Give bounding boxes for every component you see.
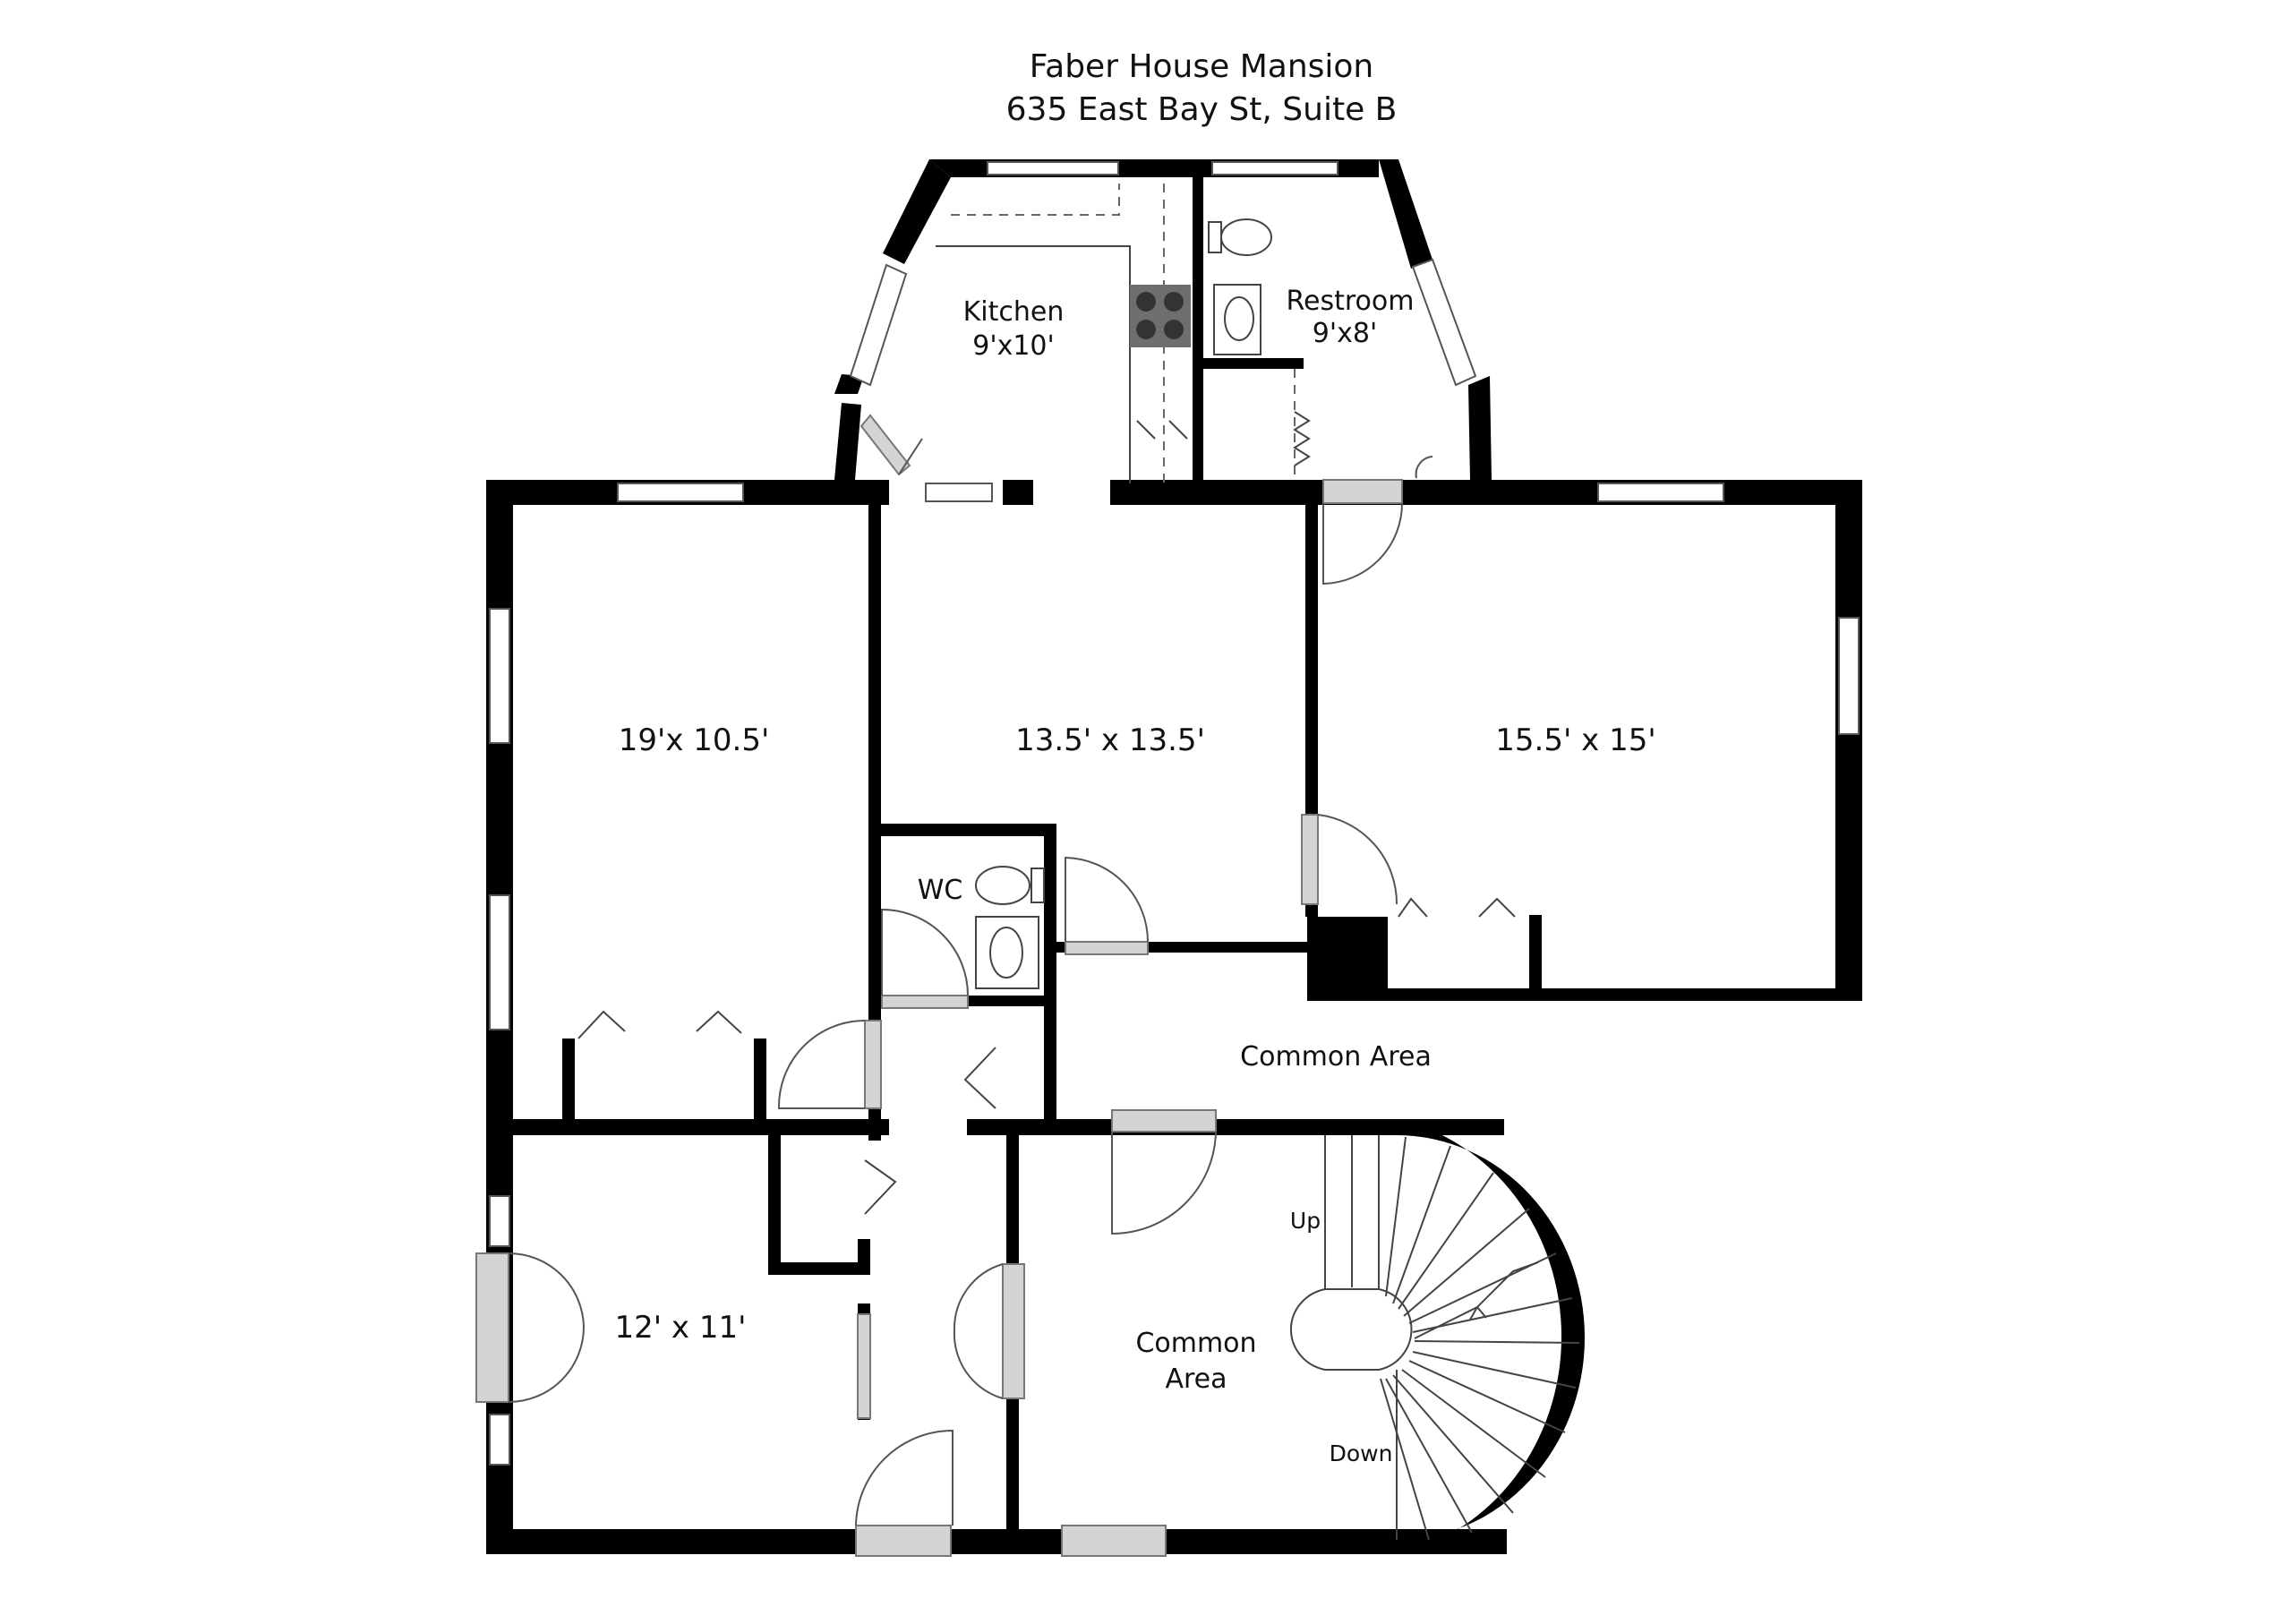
room-name-common-stair-line1: Common	[1135, 1328, 1256, 1359]
doors	[475, 414, 1403, 1557]
spiral-stair	[1290, 1135, 1580, 1541]
sink-icon	[1224, 296, 1254, 341]
window	[489, 1195, 510, 1247]
stove-icon	[1130, 285, 1191, 347]
room-size-kitchen: 9'x10'	[972, 330, 1055, 362]
room-size-left: 19'x 10.5'	[619, 722, 770, 758]
door	[1065, 941, 1149, 955]
door	[475, 1252, 509, 1403]
window	[925, 483, 993, 502]
window	[1411, 258, 1477, 387]
room-name-common-stair-line2: Area	[1165, 1363, 1227, 1395]
toilet-icon	[1220, 218, 1272, 256]
stair-down-label: Down	[1330, 1440, 1393, 1466]
room-size-center: 13.5' x 13.5'	[1015, 722, 1205, 758]
window	[1211, 161, 1338, 175]
room-size-bottom-left: 12' x 11'	[615, 1310, 747, 1346]
wall	[1307, 917, 1388, 1001]
wall	[868, 824, 1056, 836]
stair-up-label: Up	[1290, 1208, 1321, 1234]
room-name-common-hall: Common Area	[1240, 1041, 1432, 1073]
wall	[1397, 1119, 1585, 1554]
room-name-restroom: Restroom	[1287, 286, 1415, 317]
door	[1301, 814, 1319, 905]
wall	[967, 1119, 1504, 1135]
door	[857, 1313, 871, 1419]
kitchen-counter	[951, 184, 1120, 216]
wall	[562, 1039, 575, 1124]
door	[881, 995, 969, 1009]
wall	[1468, 376, 1492, 480]
plan-address: 635 East Bay St, Suite B	[1006, 91, 1398, 128]
wall	[1003, 480, 1033, 505]
toilet-icon	[975, 866, 1031, 905]
wall	[1529, 915, 1542, 999]
room-size-right: 15.5' x 15'	[1495, 722, 1655, 758]
wall	[768, 1262, 863, 1275]
door	[1002, 1263, 1025, 1399]
wall	[1379, 159, 1432, 269]
wall	[883, 159, 951, 264]
wall	[1110, 480, 1853, 505]
door	[1322, 479, 1403, 504]
toilet-icon	[1208, 221, 1222, 253]
wall	[768, 1130, 781, 1275]
window	[1597, 483, 1724, 502]
fixtures	[936, 184, 1311, 989]
wall	[1193, 177, 1203, 483]
wall	[754, 1039, 766, 1124]
door	[864, 1020, 882, 1109]
window	[489, 1414, 510, 1466]
window	[1838, 617, 1860, 735]
wall	[486, 1119, 889, 1135]
window	[489, 608, 510, 744]
windows	[489, 161, 1860, 1466]
wall	[858, 1239, 870, 1275]
door	[1061, 1525, 1167, 1557]
wall	[1203, 358, 1304, 369]
door	[1111, 1109, 1217, 1133]
window	[617, 483, 744, 502]
wall	[486, 1529, 1507, 1554]
door-swings	[508, 438, 1516, 1526]
room-name-kitchen: Kitchen	[963, 296, 1065, 328]
window	[489, 894, 510, 1030]
wall	[1307, 988, 1862, 1001]
kitchen-counter	[936, 245, 1131, 483]
wall	[1044, 824, 1056, 1124]
sink-icon	[989, 927, 1023, 979]
wall	[1835, 480, 1862, 1001]
room-name-wc: WC	[918, 875, 963, 906]
wall	[834, 403, 861, 480]
sink-icon	[1213, 284, 1261, 355]
toilet-icon	[1031, 868, 1045, 903]
door	[855, 1525, 952, 1557]
plan-title: Faber House Mansion	[1030, 48, 1374, 85]
door	[860, 414, 911, 476]
window	[987, 161, 1119, 175]
room-size-restroom: 9'x8'	[1313, 318, 1377, 349]
room-labels: Kitchen 9'x10' Restroom 9'x8' 19'x 10.5'…	[615, 286, 1656, 1466]
sink-icon	[975, 916, 1039, 989]
wall	[868, 505, 881, 1141]
window	[849, 263, 908, 387]
